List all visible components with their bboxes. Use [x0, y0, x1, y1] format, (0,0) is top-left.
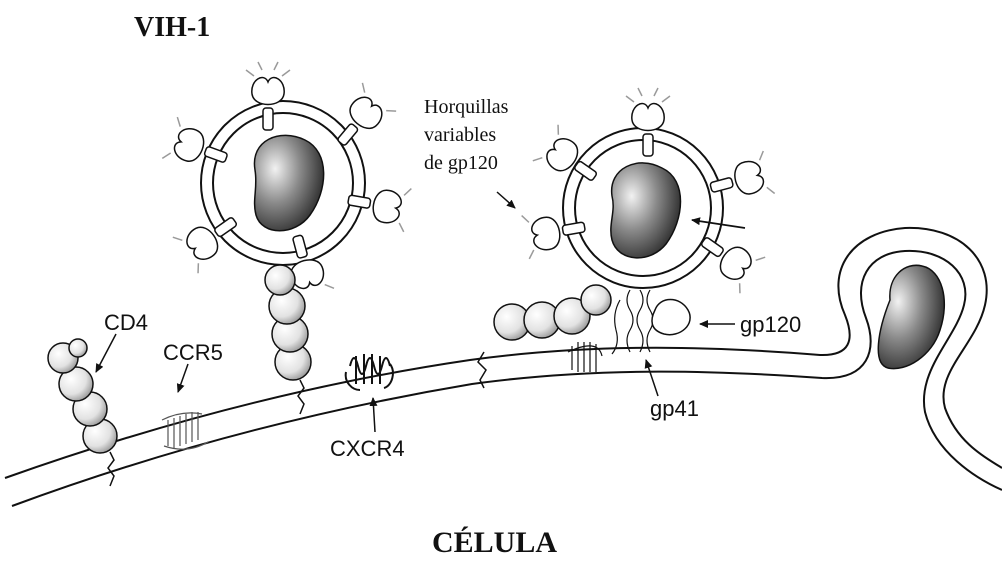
gp41-fusion-stalks	[612, 290, 653, 354]
ccr5-arrow	[178, 364, 188, 392]
variable-loops-label-line-3: de gp120	[424, 152, 498, 174]
variable-loops-label-line-2: variables	[424, 124, 496, 146]
cxcr4-label: CXCR4	[330, 436, 405, 461]
ccr5-bound	[568, 342, 602, 372]
diagram-title: VIH-1	[134, 12, 210, 43]
gp120-head-right	[652, 300, 690, 335]
cell-membrane	[5, 228, 1002, 506]
cd4-stalk	[298, 380, 304, 414]
cd4-stalk	[108, 452, 114, 486]
virion-left	[162, 62, 411, 300]
cd4-label: CD4	[104, 310, 148, 335]
budding-core	[878, 265, 944, 368]
gp41-arrow	[646, 360, 658, 396]
virion-right	[522, 88, 775, 293]
membrane-outer-line	[5, 228, 1002, 478]
membrane-inner-line	[12, 251, 1002, 506]
ccr5-label: CCR5	[163, 340, 223, 365]
cd4-arrow	[96, 334, 116, 372]
gp120-label: gp120	[740, 312, 801, 337]
variable-loops-arrow	[497, 192, 515, 208]
cd4-free	[48, 339, 117, 486]
cxcr4	[346, 354, 393, 390]
gp41-label: gp41	[650, 396, 699, 421]
cell-label: CÉLULA	[432, 526, 557, 559]
variable-loops-label-line-1: Horquillas	[424, 96, 509, 118]
